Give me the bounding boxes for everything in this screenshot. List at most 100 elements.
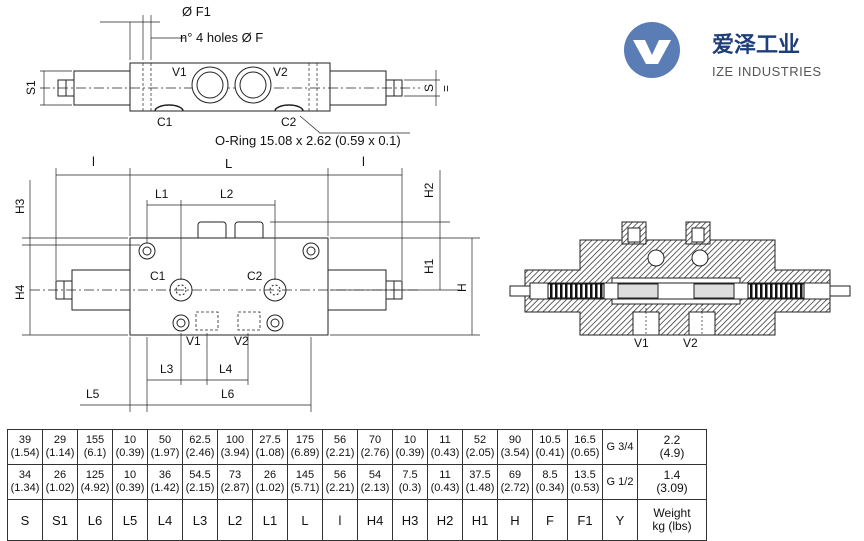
table-cell: 37.5(1.48) [462, 464, 498, 500]
cell-imperial: (2.15) [185, 482, 215, 494]
front-h3-label: H3 [13, 198, 27, 214]
cell-metric: 8.5 [542, 469, 558, 481]
table-header-cell: L [287, 499, 323, 541]
weight-cell: 2.2(4.9) [637, 429, 707, 465]
table-cell: 10.5(0.41) [532, 429, 568, 465]
front-c1-label: C1 [150, 269, 166, 283]
cell-metric: 10.5 [539, 434, 561, 446]
table-header-cell: L4 [147, 499, 183, 541]
cell-metric: 10 [123, 434, 137, 446]
cell-imperial: (1.54) [10, 447, 40, 459]
cell-metric: 37.5 [469, 469, 491, 481]
table-cell: 26(1.02) [252, 464, 288, 500]
front-l-right-label: l [362, 154, 365, 169]
front-l4-label: L4 [219, 362, 233, 376]
cell-metric: 34 [18, 469, 32, 481]
cell-imperial: (3.54) [500, 447, 530, 459]
cell-metric: 13.5 [574, 469, 596, 481]
table-cell: 155(6.1) [77, 429, 113, 465]
table-header-cell: L2 [217, 499, 253, 541]
weight-header-text: Weight [653, 506, 691, 520]
cell-metric: 54.5 [189, 469, 211, 481]
cell-metric: 26 [263, 469, 277, 481]
cell-metric: 36 [158, 469, 172, 481]
cell-imperial: (0.3) [398, 482, 422, 494]
cell-metric: 29 [53, 434, 67, 446]
front-L-label: L [225, 156, 232, 171]
front-h1-label: H1 [422, 258, 436, 274]
table-row: 34(1.34)26(1.02)125(4.92)10(0.39)36(1.42… [7, 464, 707, 500]
table-cell: 29(1.14) [42, 429, 78, 465]
table-header-cell: S [7, 499, 43, 541]
table-header-cell: H2 [427, 499, 463, 541]
table-header-cell: S1 [42, 499, 78, 541]
cell-imperial: (0.39) [115, 482, 145, 494]
section-v1-label: V1 [634, 336, 649, 350]
dimension-table: 39(1.54)29(1.14)155(6.1)10(0.39)50(1.97)… [7, 429, 707, 541]
cell-imperial: (2.76) [360, 447, 390, 459]
table-row: 39(1.54)29(1.14)155(6.1)10(0.39) 50(1.97)… [7, 429, 707, 465]
table-cell: 10(0.39) [112, 429, 148, 465]
cell-metric: 56 [333, 434, 347, 446]
cell-metric: 50 [158, 434, 172, 446]
cell-metric: 145 [295, 469, 315, 481]
table-header-cell: H4 [357, 499, 393, 541]
section-view [509, 221, 851, 336]
front-l2-label: L2 [220, 187, 234, 201]
oring-label: O-Ring 15.08 x 2.62 (0.59 x 0.1) [215, 133, 401, 148]
cell-imperial: (1.08) [255, 447, 285, 459]
table-header-cell: Y [602, 499, 638, 541]
table-cell: 11(0.43) [427, 464, 463, 500]
table-cell: 175(6.89) [287, 429, 323, 465]
holes-label: n° 4 holes Ø F [180, 30, 263, 45]
cell-metric: 7.5 [402, 469, 418, 481]
weight-value: (4.9) [659, 446, 685, 460]
weight-cell: 1.4(3.09) [637, 464, 707, 500]
cell-metric: 56 [333, 469, 347, 481]
table-header-cell: F1 [567, 499, 603, 541]
cell-imperial: (1.97) [150, 447, 180, 459]
cell-metric: 39 [18, 434, 32, 446]
top-v2-label: V2 [273, 65, 288, 79]
cell-imperial: (0.34) [535, 482, 565, 494]
front-h2-label: H2 [422, 182, 436, 198]
cell-metric: 54 [368, 469, 382, 481]
cell-imperial: (0.65) [570, 447, 600, 459]
table-cell: 56(2.21) [322, 464, 358, 500]
table-header-cell: l [322, 499, 358, 541]
front-c2-label: C2 [247, 269, 263, 283]
front-h4-label: H4 [13, 284, 27, 300]
table-cell: 62.5(2.46) [182, 429, 218, 465]
table-header-cell: L6 [77, 499, 113, 541]
front-v2-label: V2 [234, 334, 249, 348]
cell-imperial: (6.89) [290, 447, 320, 459]
top-c1-label: C1 [157, 115, 173, 129]
cell-imperial: (3.94) [220, 447, 250, 459]
front-l-left-label: l [92, 154, 95, 169]
cell-imperial: (1.42) [150, 482, 180, 494]
thread-cell: G 1/2 [602, 464, 638, 500]
table-cell: 73(2.87) [217, 464, 253, 500]
front-l5-label: L5 [86, 387, 100, 401]
table-cell: 27.5(1.08) [252, 429, 288, 465]
cell-metric: 90 [508, 434, 522, 446]
front-l3-label: L3 [160, 362, 174, 376]
cell-metric: 11 [439, 469, 451, 481]
section-v2-label: V2 [683, 336, 698, 350]
table-cell: 13.5(0.53) [567, 464, 603, 500]
table-header-cell: H [497, 499, 533, 541]
top-view [40, 15, 440, 134]
cell-imperial: (1.34) [10, 482, 40, 494]
cell-imperial: (2.21) [325, 482, 355, 494]
table-header-cell: H1 [462, 499, 498, 541]
cell-metric: 125 [85, 469, 105, 481]
cell-imperial: (1.02) [255, 482, 285, 494]
cell-metric: 100 [225, 434, 245, 446]
cell-metric: 11 [439, 434, 451, 446]
technical-drawing: Ø F1 n° 4 holes Ø F V1 V2 C1 C2 S1 S = O… [13, 4, 851, 412]
s-label: S [422, 84, 436, 92]
table-cell: 125(4.92) [77, 464, 113, 500]
cell-imperial: (1.02) [45, 482, 75, 494]
